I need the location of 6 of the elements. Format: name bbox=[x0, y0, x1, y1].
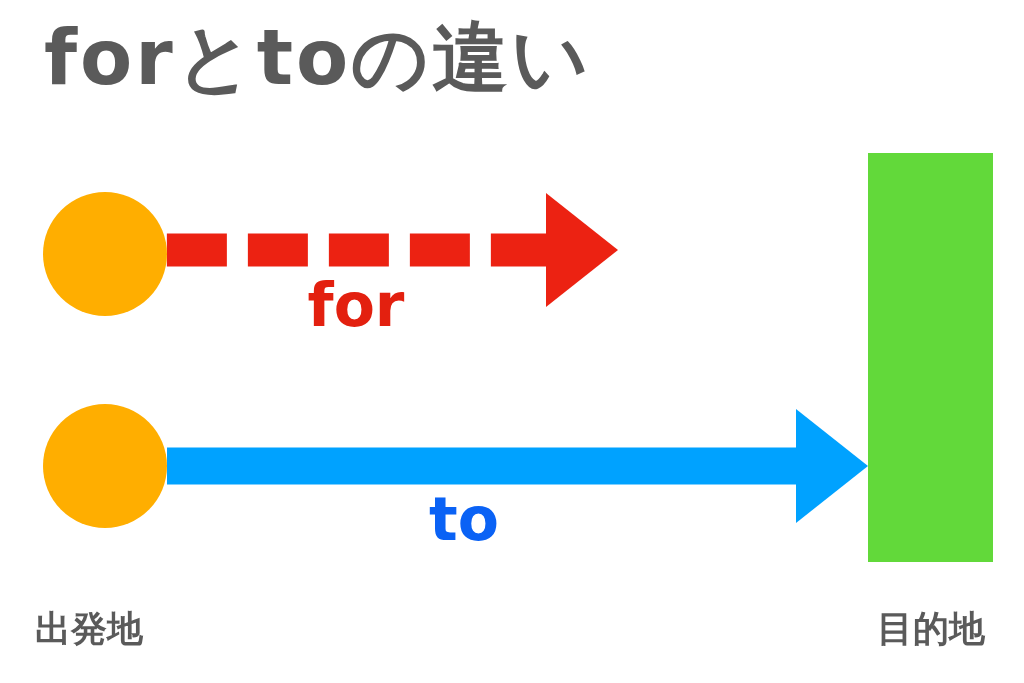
arrow bbox=[167, 409, 868, 523]
place-label: 出発地 bbox=[35, 611, 143, 647]
dashed-arrow bbox=[166, 193, 618, 307]
place-label: 目的地 bbox=[877, 611, 985, 647]
title: forとtoの違い bbox=[44, 20, 593, 96]
destination-bar bbox=[868, 153, 993, 562]
